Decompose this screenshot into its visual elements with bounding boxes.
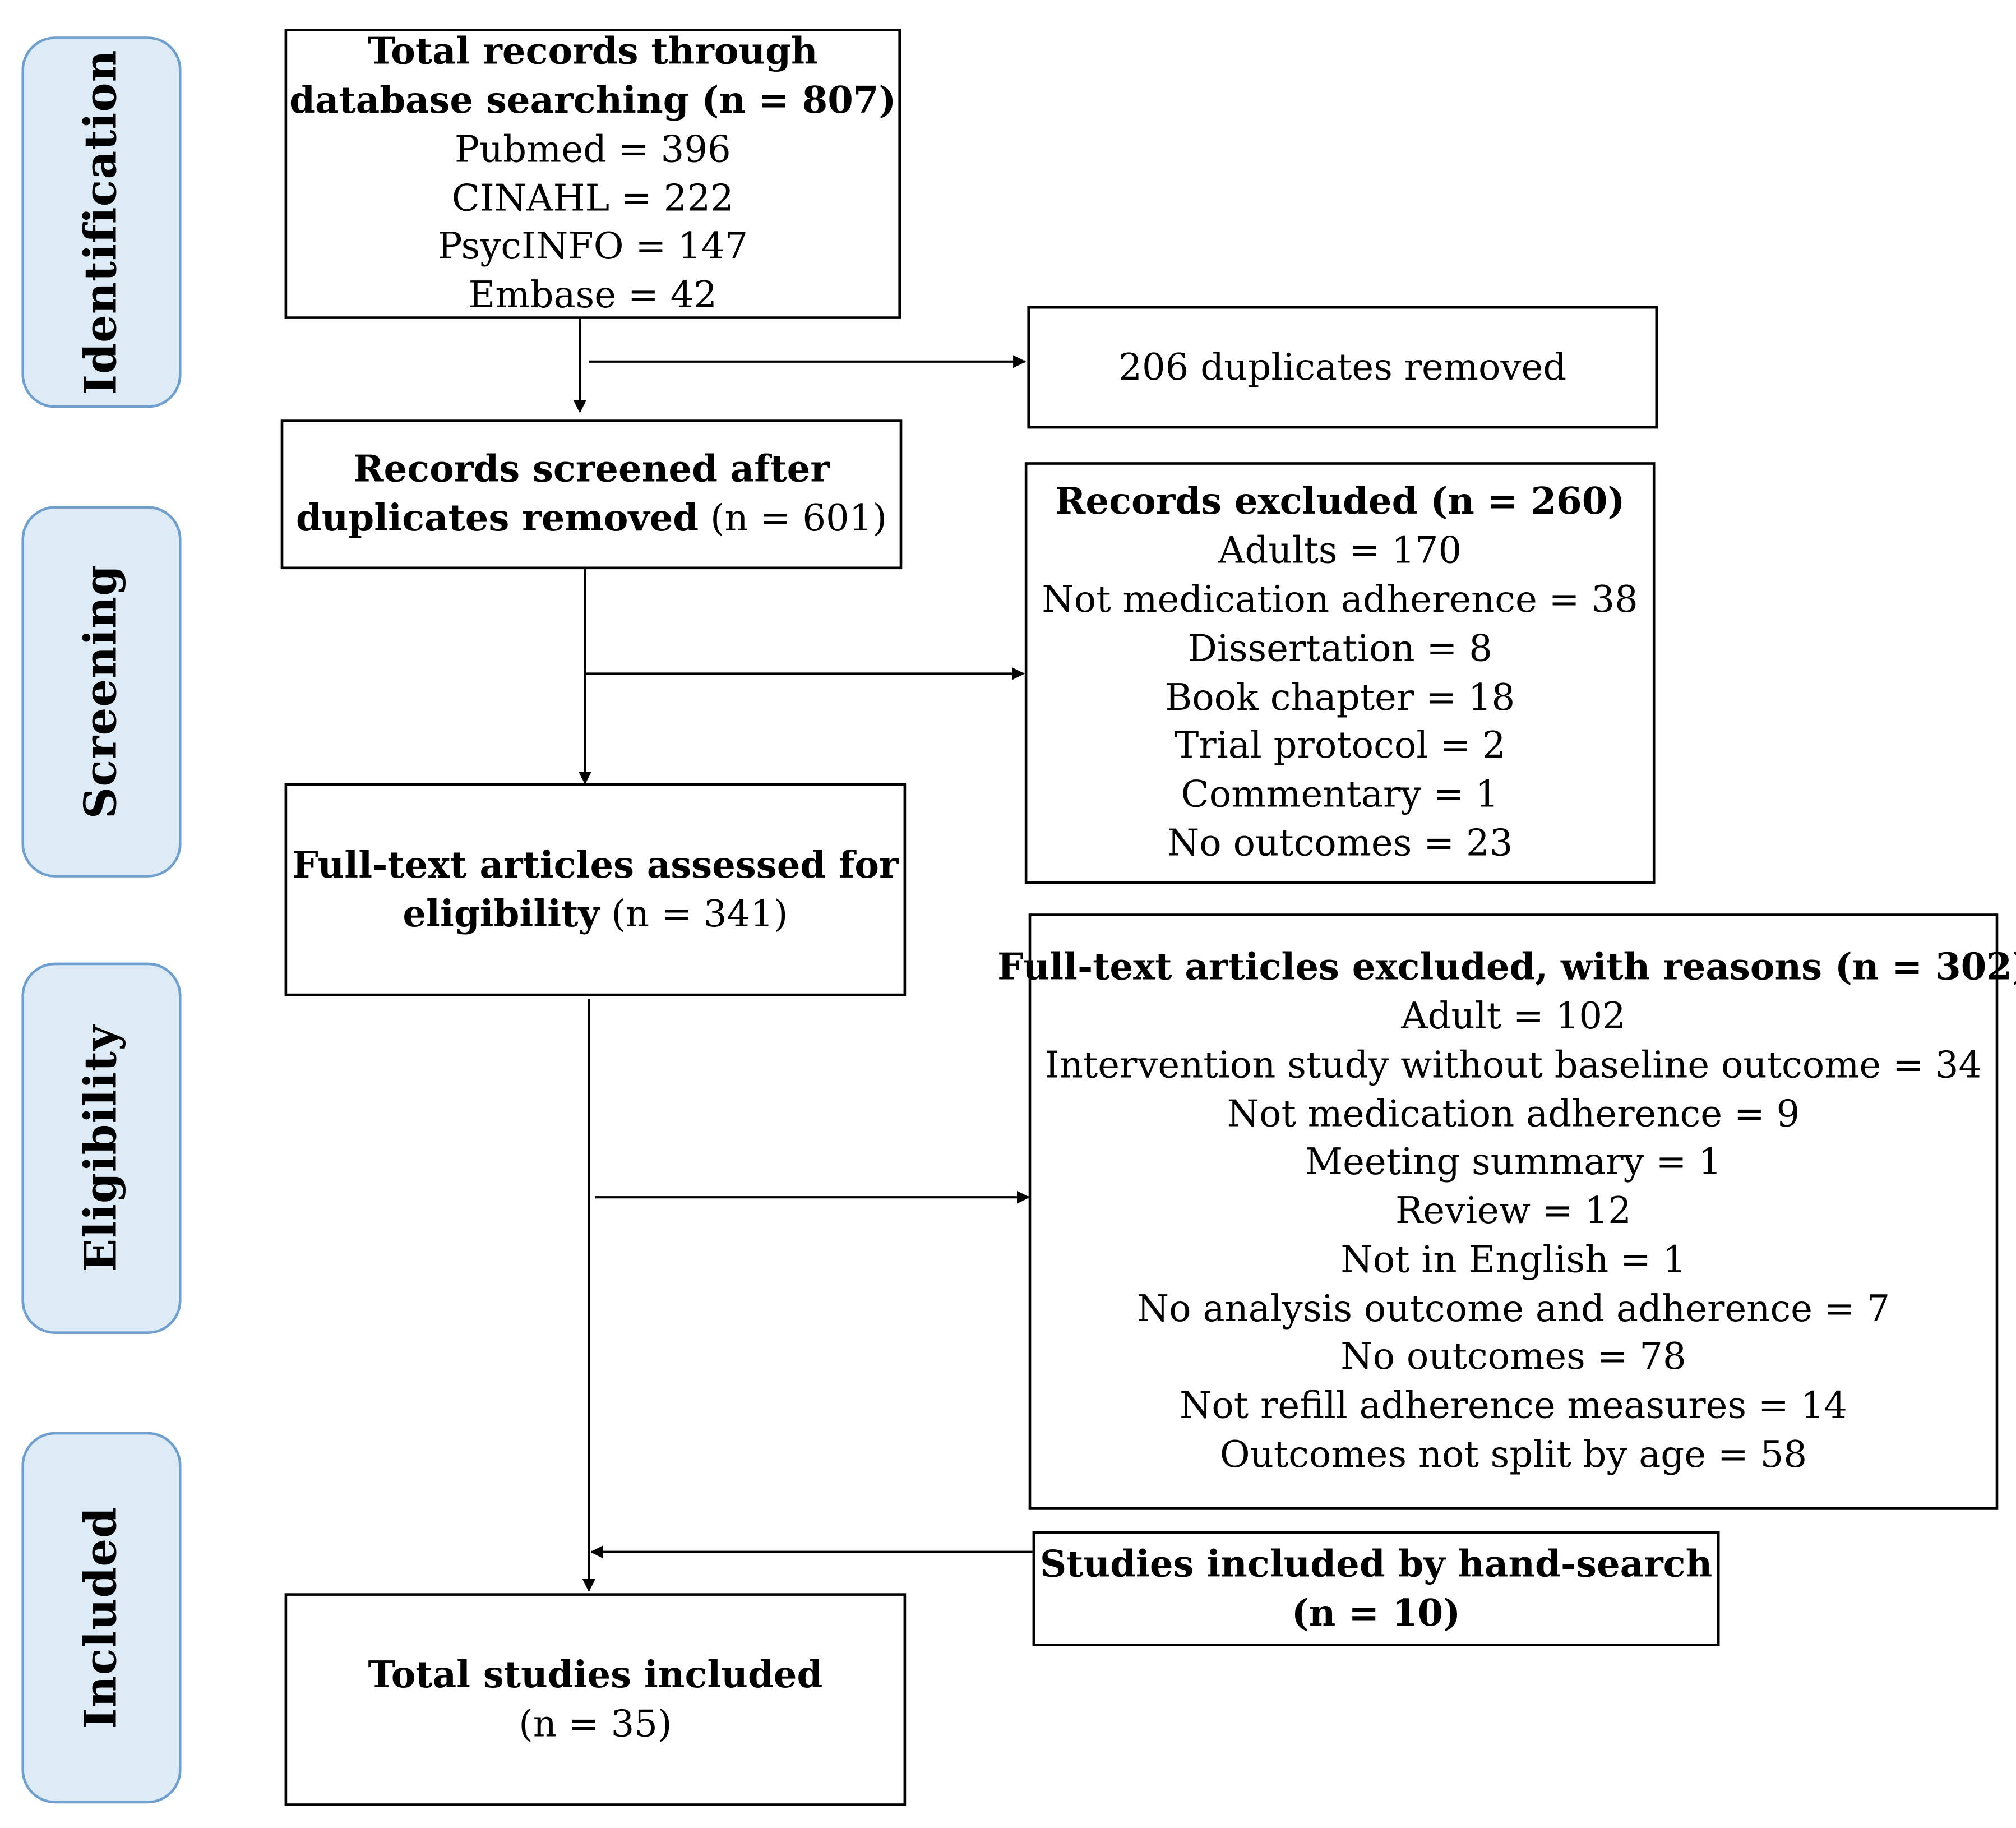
prisma-flow-diagram: Identification Screening Eligibility Inc…	[11, 6, 2016, 1827]
box-text: 206 duplicates removed	[1118, 345, 1567, 389]
exclusion-reason: No outcomes = 23	[1167, 821, 1513, 865]
exclusion-reason: Intervention study without baseline outc…	[1044, 1043, 1982, 1086]
records-identified-box: Total records through database searching…	[284, 29, 901, 319]
exclusion-reason: No analysis outcome and adherence = 7	[1136, 1287, 1890, 1330]
box-title: Records screened after	[353, 447, 830, 491]
phase-identification: Identification	[21, 36, 182, 408]
exclusion-reason: Not refill adherence measures = 14	[1179, 1384, 1848, 1428]
hand-search-box: Studies included by hand-search (n = 10)	[1032, 1531, 1720, 1646]
connector-arrows	[573, 317, 1033, 1592]
box-count: (n = 341)	[599, 892, 788, 935]
exclusion-reason: Book chapter = 18	[1165, 675, 1515, 718]
phase-screening: Screening	[21, 506, 182, 878]
phase-eligibility: Eligibility	[21, 962, 182, 1334]
box-title: Records excluded (n = 260)	[1055, 479, 1625, 524]
records-screened-box: Records screened after duplicates remove…	[280, 419, 903, 570]
exclusion-reason: Trial protocol = 2	[1174, 724, 1506, 767]
box-title: database searching (n = 807)	[289, 77, 896, 122]
box-count: (n = 10)	[1291, 1590, 1461, 1634]
source-count: Pubmed = 396	[454, 127, 731, 170]
source-count: PsycINFO = 147	[437, 225, 748, 268]
box-title: duplicates removed	[295, 496, 699, 540]
exclusion-reason: Not medication adherence = 38	[1042, 578, 1638, 621]
exclusion-reason: Review = 12	[1395, 1189, 1632, 1232]
fulltext-excluded-box: Full-text articles excluded, with reason…	[997, 913, 2016, 1510]
box-title: Total studies included	[368, 1652, 823, 1696]
box-title: Studies included by hand-search	[1039, 1541, 1713, 1585]
box-title: Full-text articles assessed for	[292, 842, 899, 887]
duplicates-removed-box: 206 duplicates removed	[1027, 306, 1658, 429]
exclusion-reason: Not medication adherence = 9	[1227, 1092, 1800, 1135]
box-title: Total records through	[367, 29, 818, 73]
exclusion-reason: Dissertation = 8	[1187, 626, 1492, 670]
exclusion-reason: Adults = 170	[1218, 529, 1462, 572]
box-count: (n = 35)	[519, 1702, 672, 1745]
exclusion-reason: No outcomes = 78	[1340, 1336, 1686, 1379]
box-title: eligibility	[403, 890, 600, 935]
box-count: (n = 601)	[699, 497, 887, 540]
box-title: Full-text articles excluded, with reason…	[997, 944, 2016, 989]
fulltext-assessed-box: Full-text articles assessed for eligibil…	[284, 783, 907, 996]
exclusion-reason: Not in English = 1	[1340, 1238, 1686, 1281]
source-count: Embase = 42	[468, 274, 718, 317]
exclusion-reason: Adult = 102	[1401, 994, 1626, 1037]
records-excluded-box: Records excluded (n = 260) Adults = 170 …	[1024, 462, 1656, 884]
total-included-box: Total studies included (n = 35)	[284, 1593, 907, 1806]
exclusion-reason: Outcomes not split by age = 58	[1219, 1433, 1807, 1476]
exclusion-reason: Meeting summary = 1	[1305, 1141, 1722, 1184]
phase-included: Included	[21, 1432, 182, 1804]
exclusion-reason: Commentary = 1	[1181, 773, 1499, 816]
source-count: CINAHL = 222	[451, 176, 734, 219]
